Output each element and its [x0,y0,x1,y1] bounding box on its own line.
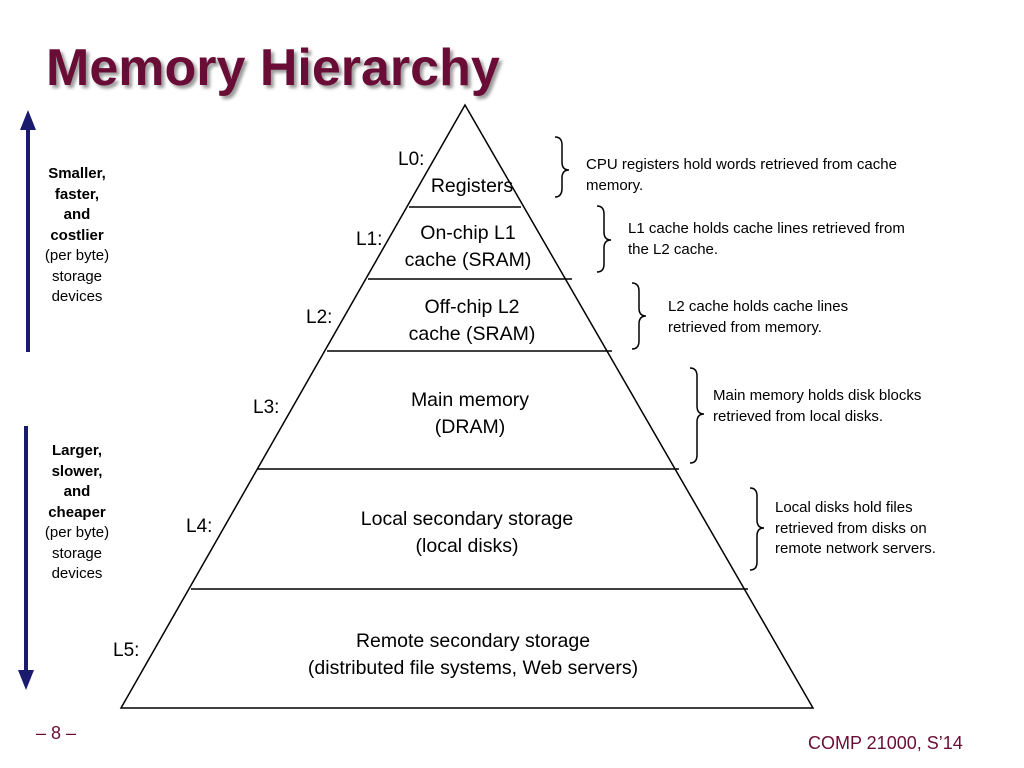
pyramid-outline [119,103,815,709]
level-text-l2: Off-chip L2 cache (SRAM) [408,296,536,345]
larger-slower-label: Larger, slower, and cheaper (per byte) s… [44,442,110,582]
level-id-l0: L0: [398,149,425,170]
level-id-l5: L5: [113,640,140,661]
up-arrow-icon [20,110,36,352]
note-l0: CPU registers hold words retrieved from … [586,156,897,194]
level-id-l1: L1: [356,229,383,250]
brace-l4-icon [749,487,765,571]
down-arrow-icon [18,426,34,690]
brace-l3-icon [689,367,705,464]
brace-l1-icon [596,205,612,273]
slide-title: Memory Hierarchy [46,39,500,97]
level-text-l5: Remote secondary storage (distributed fi… [307,630,639,679]
level-text-l0: Registers [430,175,514,197]
note-l3: Main memory holds disk blocks retrieved … [713,387,922,425]
course-label: COMP 21000, S’14 [808,733,963,753]
level-text-l3: Main memory (DRAM) [410,389,530,438]
level-text-l4: Local secondary storage (local disks) [360,508,574,557]
brace-l2-icon [631,282,647,350]
note-l2: L2 cache holds cache lines retrieved fro… [668,298,849,336]
note-l4: Local disks hold files retrieved from di… [775,499,936,557]
level-id-l4: L4: [186,516,213,537]
smaller-faster-label: Smaller, faster, and costlier (per byte)… [44,165,110,305]
page-number: – 8 – [36,723,77,743]
brace-l0-icon [554,136,570,198]
note-l1: L1 cache holds cache lines retrieved fro… [628,220,905,258]
level-id-l3: L3: [253,397,280,418]
level-id-l2: L2: [306,307,333,328]
level-text-l1: On-chip L1 cache (SRAM) [404,222,532,271]
